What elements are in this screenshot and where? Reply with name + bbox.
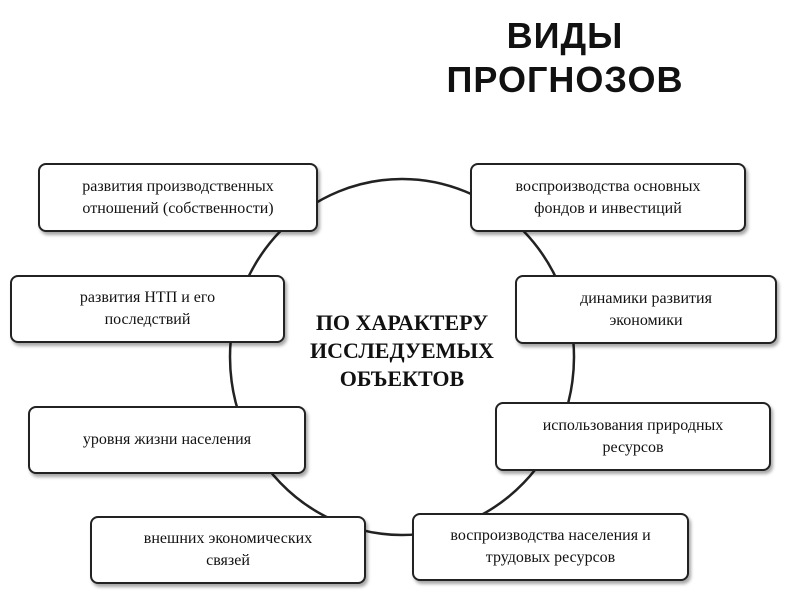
central-label-line-3: ОБЪЕКТОВ xyxy=(339,366,465,391)
box-text-line: отношений (собственности) xyxy=(82,199,274,217)
central-label: ПО ХАРАКТЕРУ ИССЛЕДУЕМЫХ ОБЪЕКТОВ xyxy=(272,309,532,393)
box-text-line: использования природных xyxy=(542,416,724,434)
forecast-type-box-stp-development: развития НТП и его последствий xyxy=(10,275,285,343)
box-text-line: фондов и инвестиций xyxy=(534,199,682,217)
box-text-line: трудовых ресурсов xyxy=(485,549,616,566)
box-text-line: воспроизводства основных xyxy=(515,177,701,195)
diagram-title: ВИДЫ ПРОГНОЗОВ xyxy=(420,14,710,102)
forecast-type-box-ownership-relations: развития производственных отношений (соб… xyxy=(38,163,318,232)
box-text-line: уровня жизни населения xyxy=(82,431,252,448)
forecast-type-box-economic-dynamics: динамики развития экономики xyxy=(515,275,777,344)
box-text-line: развития НТП и его xyxy=(79,289,216,306)
central-label-line-1: ПО ХАРАКТЕРУ xyxy=(315,310,489,335)
forecast-type-box-foreign-economic-relations: внешних экономических связей xyxy=(90,516,366,584)
box-text-line: экономики xyxy=(609,311,683,329)
title-line-2: ПРОГНОЗОВ xyxy=(446,59,684,100)
box-text-line: развития производственных xyxy=(82,177,274,195)
forecast-type-box-fixed-assets-investment: воспроизводства основных фондов и инвест… xyxy=(470,163,746,232)
forecast-type-box-natural-resources: использования природных ресурсов xyxy=(495,402,771,471)
box-text-line: ресурсов xyxy=(602,438,664,456)
box-text-line: внешних экономических xyxy=(143,530,313,547)
box-text-line: воспроизводства населения и xyxy=(450,527,651,544)
box-text-line: связей xyxy=(206,552,250,569)
forecast-type-box-population-labor: воспроизводства населения и трудовых рес… xyxy=(412,513,689,581)
box-text-line: последствий xyxy=(104,311,191,328)
box-text-line: динамики развития xyxy=(580,289,712,307)
central-label-line-2: ИССЛЕДУЕМЫХ xyxy=(310,338,494,363)
forecast-type-box-living-standards: уровня жизни населения xyxy=(28,406,306,474)
title-line-1: ВИДЫ xyxy=(506,15,624,56)
